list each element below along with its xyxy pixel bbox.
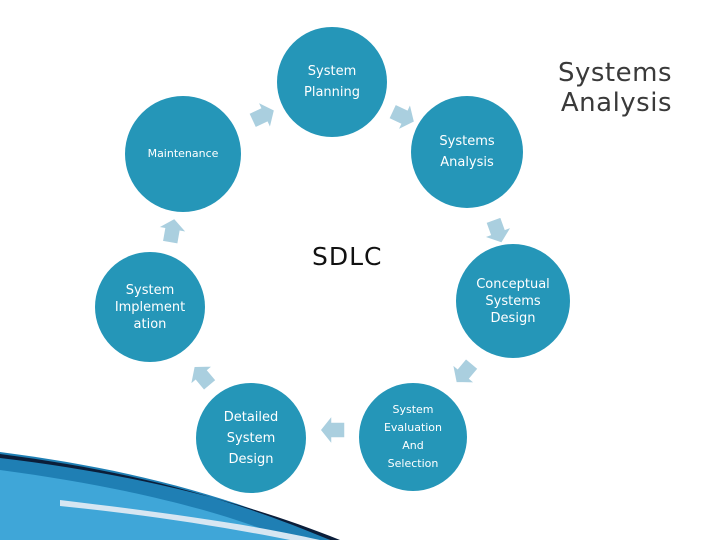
node-label: Maintenance: [148, 146, 219, 162]
arrow-maintenance-to-planning: [246, 96, 281, 134]
node-maintenance: Maintenance: [125, 96, 241, 212]
arrow-implementation-to-maintenance: [155, 216, 189, 246]
node-label: System Planning: [304, 61, 360, 103]
node-system-evaluation-and-selection: System Evaluation And Selection: [359, 383, 467, 491]
node-label: Systems Analysis: [439, 131, 494, 173]
node-conceptual-systems-design: Conceptual Systems Design: [456, 244, 570, 358]
node-detailed-system-design: Detailed System Design: [196, 383, 306, 493]
node-label: Detailed System Design: [224, 407, 279, 470]
node-systems-analysis: Systems Analysis: [411, 96, 523, 208]
center-label: SDLC: [312, 242, 383, 271]
node-system-implementation: System Implement ation: [95, 252, 205, 362]
node-label: System Evaluation And Selection: [384, 401, 442, 473]
node-system-planning: System Planning: [277, 27, 387, 137]
node-label: System Implement ation: [115, 282, 185, 333]
arrow-evaluation-to-detailed: [320, 415, 345, 445]
slide-title: Systems Analysis: [558, 58, 672, 118]
arrow-detailed-to-implementation: [183, 357, 222, 395]
node-label: Conceptual Systems Design: [476, 276, 550, 327]
arrow-conceptual-to-evaluation: [445, 354, 484, 392]
